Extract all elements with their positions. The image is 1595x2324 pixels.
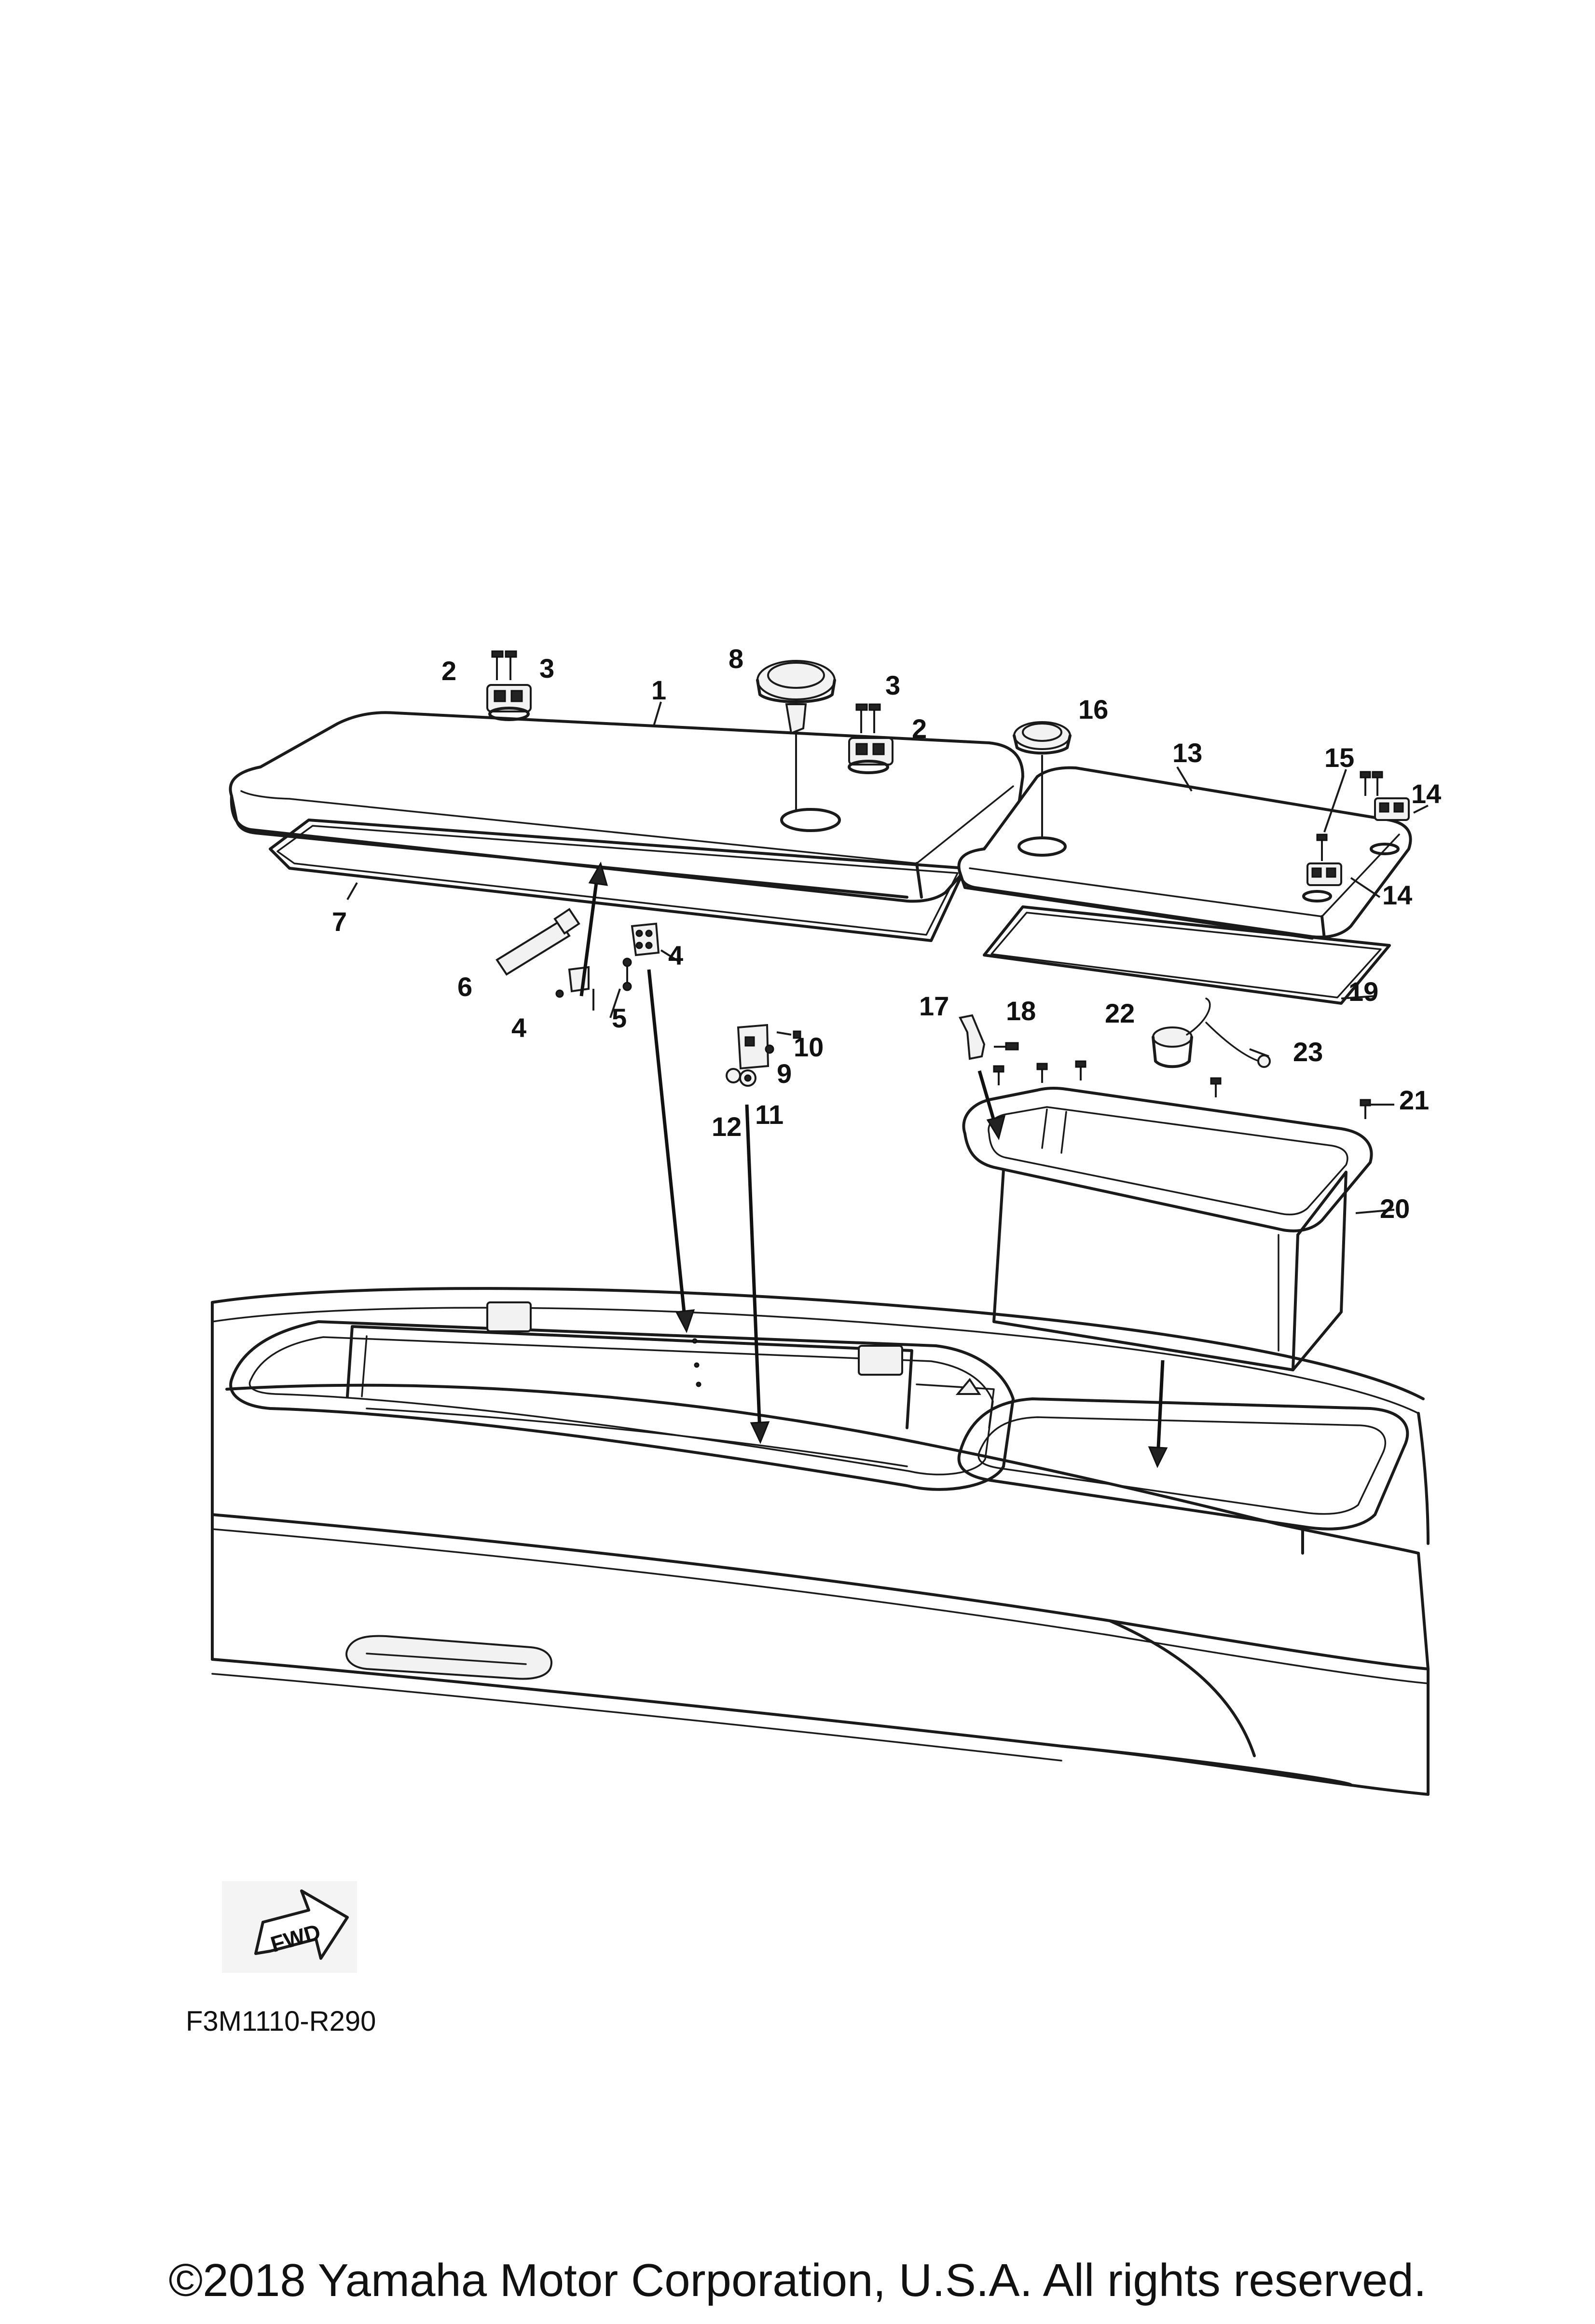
callout-20: 20: [1380, 1193, 1410, 1224]
callout-3-left: 3: [539, 653, 554, 684]
callout-22: 22: [1105, 998, 1135, 1028]
callout-14-top: 14: [1411, 779, 1441, 809]
hardware: [486, 650, 1410, 1201]
callout-2-right: 2: [912, 713, 927, 744]
callout-6: 6: [457, 971, 472, 1002]
fwd-arrow-icon: FWD: [222, 1881, 357, 1973]
callout-7: 7: [332, 906, 347, 937]
seat-part-1: [229, 711, 1024, 903]
callout-17: 17: [919, 991, 949, 1021]
callout-18: 18: [1006, 996, 1036, 1026]
callout-23: 23: [1293, 1037, 1323, 1067]
callout-12: 12: [712, 1111, 742, 1142]
callout-15: 15: [1324, 742, 1354, 773]
seat-gasket-part-19: [983, 905, 1391, 1005]
callout-10: 10: [794, 1032, 824, 1062]
callout-4-right: 4: [668, 940, 683, 971]
callout-2-left: 2: [441, 656, 456, 686]
callout-4-left: 4: [511, 1012, 526, 1043]
callout-labels: 1 2 3 8 3 2 16 13 15 14 14 7 6 4 4 5 19 …: [332, 643, 1441, 1224]
assembly-arrows: [579, 861, 1168, 1468]
callout-11: 11: [755, 1099, 784, 1130]
callout-3-right: 3: [885, 670, 900, 700]
callout-13: 13: [1172, 738, 1202, 768]
callout-16: 16: [1078, 694, 1108, 725]
callout-14-bottom: 14: [1382, 880, 1412, 910]
seat-part-13: [957, 766, 1412, 940]
callout-21: 21: [1399, 1085, 1429, 1115]
callout-9: 9: [777, 1058, 792, 1089]
copyright-notice: ©2018 Yamaha Motor Corporation, U.S.A. A…: [168, 2255, 1426, 2306]
callout-1: 1: [651, 675, 666, 705]
callout-19: 19: [1348, 976, 1378, 1007]
storage-tub-part-20: [962, 1086, 1373, 1371]
callout-5: 5: [612, 1003, 627, 1033]
figure-code: F3M1110-R290: [186, 2006, 376, 2037]
callout-8: 8: [729, 643, 743, 674]
seat-gasket-part-7: [269, 819, 966, 942]
leader-lines: [346, 701, 1429, 1214]
hull-deck: [211, 1287, 1430, 1796]
